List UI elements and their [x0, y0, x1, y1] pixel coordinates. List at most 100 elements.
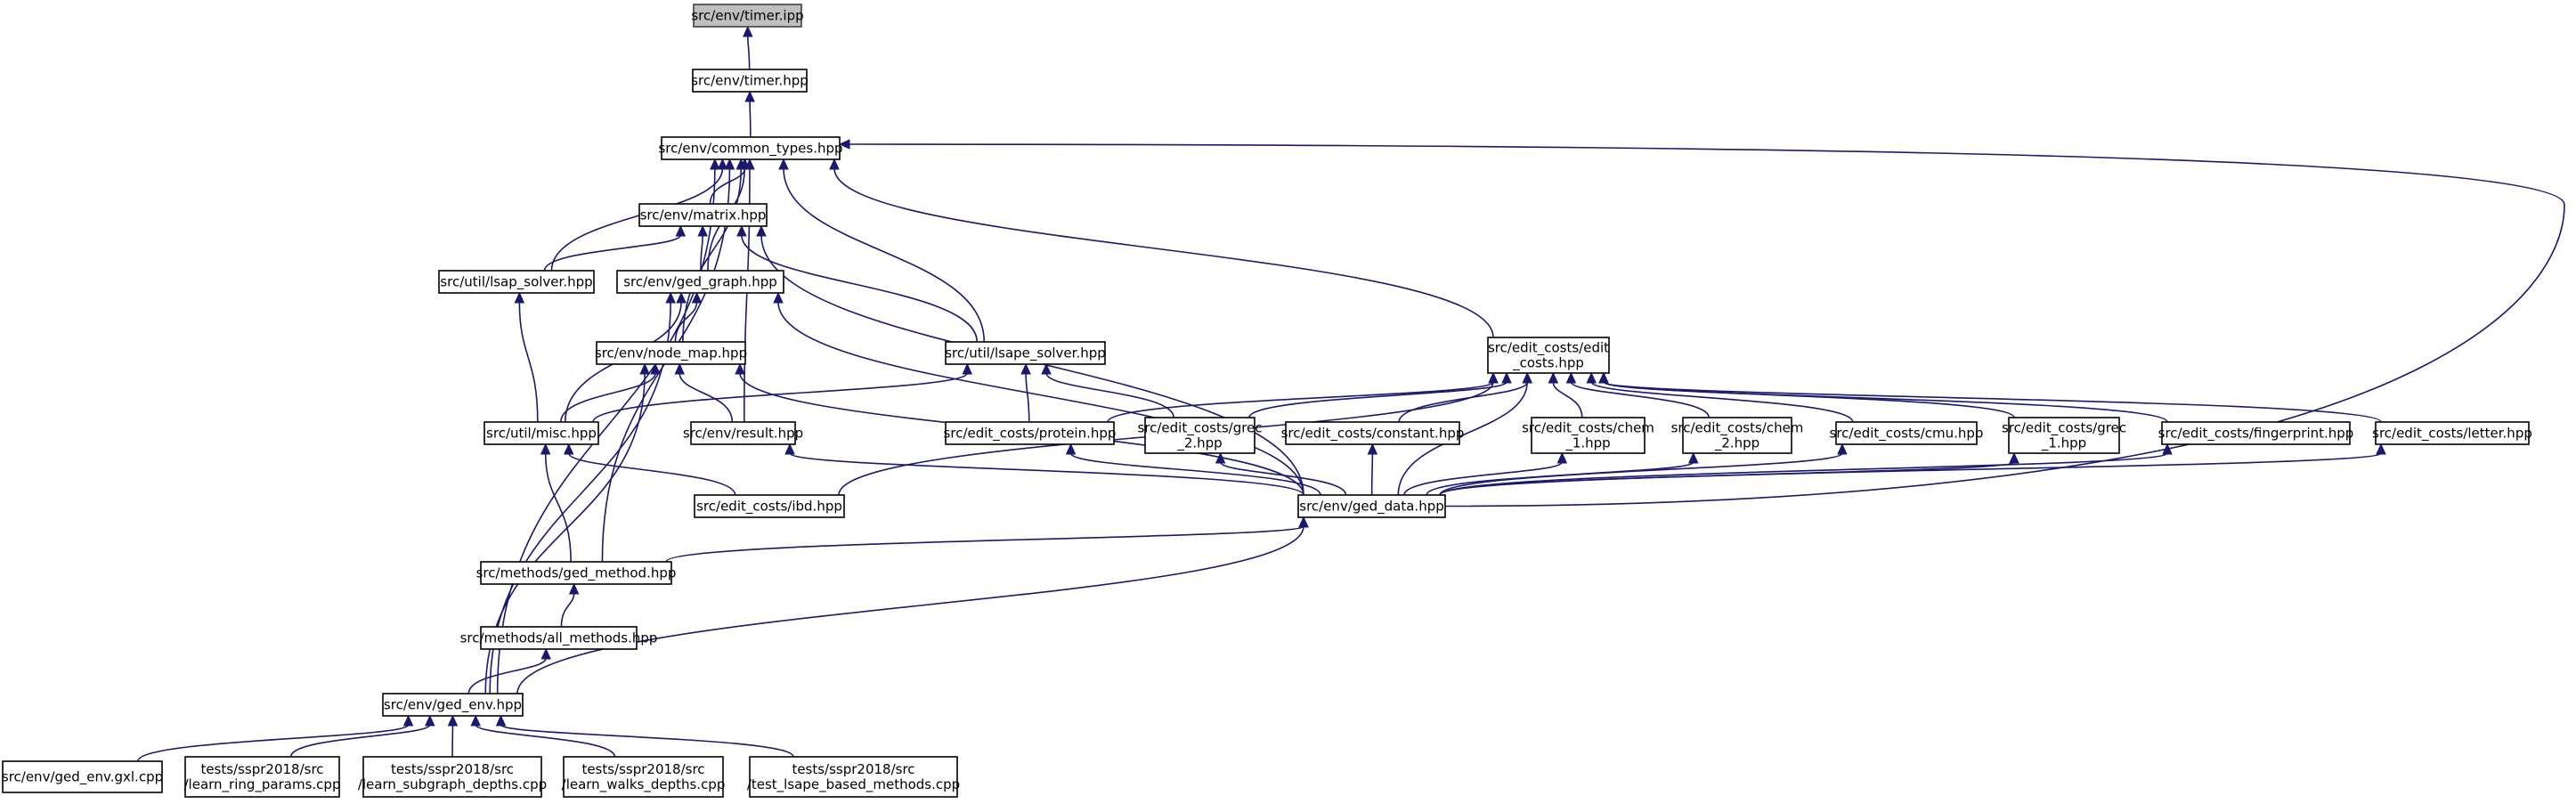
node-timer-ipp[interactable]: src/env/timer.ipp	[691, 4, 804, 28]
node-misc[interactable]: src/util/misc.hpp	[484, 421, 599, 445]
edge-misc-to-node-map	[560, 372, 656, 423]
edge-cmu-to-edit-costs	[1590, 381, 1854, 423]
node-edit-costs[interactable]: src/edit_costs/edit_costs.hpp	[1487, 337, 1610, 374]
node-label: _1.hpp	[2041, 435, 2086, 452]
node-box	[596, 341, 746, 365]
arrowhead	[1687, 451, 1699, 464]
edge-chem1-to-edit-costs	[1552, 381, 1583, 418]
node-subgraph[interactable]: tests/sspr2018/src/learn_subgraph_depths…	[358, 756, 547, 798]
node-grec2[interactable]: src/edit_costs/grec_2.hpp	[1137, 417, 1263, 454]
node-ged-graph[interactable]: src/env/ged_graph.hpp	[616, 270, 784, 294]
node-box	[693, 4, 802, 28]
edge-node-map-to-ged-graph	[674, 301, 698, 343]
node-ring[interactable]: tests/sspr2018/src/learn_ring_params.cpp	[184, 756, 341, 798]
node-box	[438, 270, 595, 294]
edge-chem2-to-edit-costs	[1570, 381, 1710, 418]
node-box	[480, 626, 638, 650]
arrowhead	[1586, 371, 1597, 384]
node-lsape-test[interactable]: tests/sspr2018/src/test_lsape_based_meth…	[747, 756, 960, 798]
arrowhead	[736, 224, 747, 237]
node-cmu[interactable]: src/edit_costs/cmu.hpp	[1830, 421, 1984, 445]
edge-common-types-to-timer-hpp	[749, 100, 752, 138]
edge-protein-to-edit-costs	[1107, 381, 1494, 423]
arrowhead	[650, 362, 661, 375]
node-box	[690, 421, 796, 445]
edge-lsape-solver-to-matrix	[741, 234, 978, 343]
node-common-types[interactable]: src/env/common_types.hpp	[658, 136, 843, 160]
node-label: src/edit_costs/cmu.hpp	[1830, 426, 1984, 443]
node-label: src/edit_costs/protein.hpp	[944, 426, 1117, 443]
node-label: _2.hpp	[1714, 435, 1759, 452]
edge-ged-env-to-ged-data	[516, 525, 1304, 694]
arrowhead	[676, 291, 687, 304]
arrowhead	[724, 158, 735, 170]
node-label: src/methods/ged_method.hpp	[476, 565, 677, 582]
node-label: tests/sspr2018/src	[581, 761, 704, 777]
node-label: tests/sspr2018/src	[792, 761, 914, 777]
node-matrix[interactable]: src/env/matrix.hpp	[638, 203, 768, 227]
node-box	[184, 756, 340, 798]
node-chem1[interactable]: src/edit_costs/chem_1.hpp	[1522, 417, 1654, 454]
node-box	[694, 494, 845, 518]
node-timer-hpp[interactable]: src/env/timer.hpp	[691, 69, 809, 93]
node-all-methods[interactable]: src/methods/all_methods.hpp	[460, 626, 658, 650]
arrowhead	[1565, 371, 1577, 384]
arrowhead	[744, 90, 755, 102]
node-chem2[interactable]: src/edit_costs/chem_2.hpp	[1671, 417, 1804, 454]
node-box	[2008, 417, 2120, 454]
arrowhead	[829, 158, 840, 170]
edge-fingerprint-to-edit-costs	[1603, 381, 2168, 423]
node-lsape-solver[interactable]: src/util/lsape_solver.hpp	[945, 341, 1106, 365]
node-ged-env[interactable]: src/env/ged_env.hpp	[382, 693, 524, 717]
node-label: src/methods/all_methods.hpp	[460, 630, 658, 647]
node-protein[interactable]: src/edit_costs/protein.hpp	[944, 421, 1117, 445]
node-box	[1297, 494, 1446, 518]
edge-timer-hpp-to-timer-ipp	[747, 35, 751, 70]
edge-node-map-to-common-types	[682, 167, 743, 343]
node-walks[interactable]: tests/sspr2018/src/learn_walks_depths.cp…	[562, 756, 726, 798]
arrowhead	[568, 582, 580, 595]
node-lsap-solver[interactable]: src/util/lsap_solver.hpp	[438, 270, 595, 294]
node-label: /learn_walks_depths.cpp	[562, 776, 726, 793]
node-label: /learn_subgraph_depths.cpp	[358, 776, 547, 793]
node-letter[interactable]: src/edit_costs/letter.hpp	[2372, 421, 2532, 445]
node-grec1[interactable]: src/edit_costs/grec_1.hpp	[2002, 417, 2126, 454]
node-ibd[interactable]: src/edit_costs/ibd.hpp	[694, 494, 845, 518]
arrowhead	[1367, 443, 1378, 455]
arrowhead	[743, 25, 753, 37]
node-ged-data[interactable]: src/env/ged_data.hpp	[1297, 494, 1446, 518]
node-constant[interactable]: src/edit_costs/constant.hpp	[1281, 421, 1465, 445]
arrowhead	[735, 362, 745, 375]
node-box	[480, 561, 672, 585]
edge-constant-to-edit-costs	[1398, 381, 1529, 423]
arrowhead	[1065, 443, 1077, 455]
edge-protein-to-lsape-solver	[1025, 372, 1030, 423]
node-label: src/env/ged_env.hpp	[384, 697, 522, 714]
arrowhead	[540, 443, 551, 455]
arrowhead	[1041, 362, 1052, 375]
arrowhead	[2376, 443, 2386, 455]
arrowhead	[1488, 371, 1499, 384]
arrowhead	[514, 291, 525, 304]
node-label: src/util/misc.hpp	[486, 426, 597, 442]
node-box	[749, 756, 958, 798]
edge-ged-method-to-misc	[544, 452, 572, 563]
edge-ged-data-to-result	[789, 452, 1304, 496]
node-label: tests/sspr2018/src	[391, 761, 514, 777]
node-box	[1144, 417, 1255, 454]
node-label: src/edit_costs/chem	[1522, 420, 1654, 437]
node-label: tests/sspr2018/src	[200, 761, 323, 777]
arrowhead	[495, 714, 507, 727]
node-gxl[interactable]: src/env/ged_env.gxl.cpp	[2, 760, 163, 793]
edge-ged-method-to-ged-data	[665, 525, 1304, 563]
node-result[interactable]: src/env/result.hpp	[683, 421, 803, 445]
node-fingerprint[interactable]: src/edit_costs/fingerprint.hpp	[2158, 421, 2354, 445]
arrowhead	[1215, 451, 1226, 464]
edge-grec2-to-edit-costs	[1248, 381, 1507, 418]
node-label: src/util/lsape_solver.hpp	[945, 345, 1106, 362]
node-label: src/env/timer.hpp	[691, 73, 809, 89]
arrowhead	[773, 291, 784, 304]
node-ged-method[interactable]: src/methods/ged_method.hpp	[476, 561, 677, 585]
node-node-map[interactable]: src/env/node_map.hpp	[595, 341, 747, 365]
